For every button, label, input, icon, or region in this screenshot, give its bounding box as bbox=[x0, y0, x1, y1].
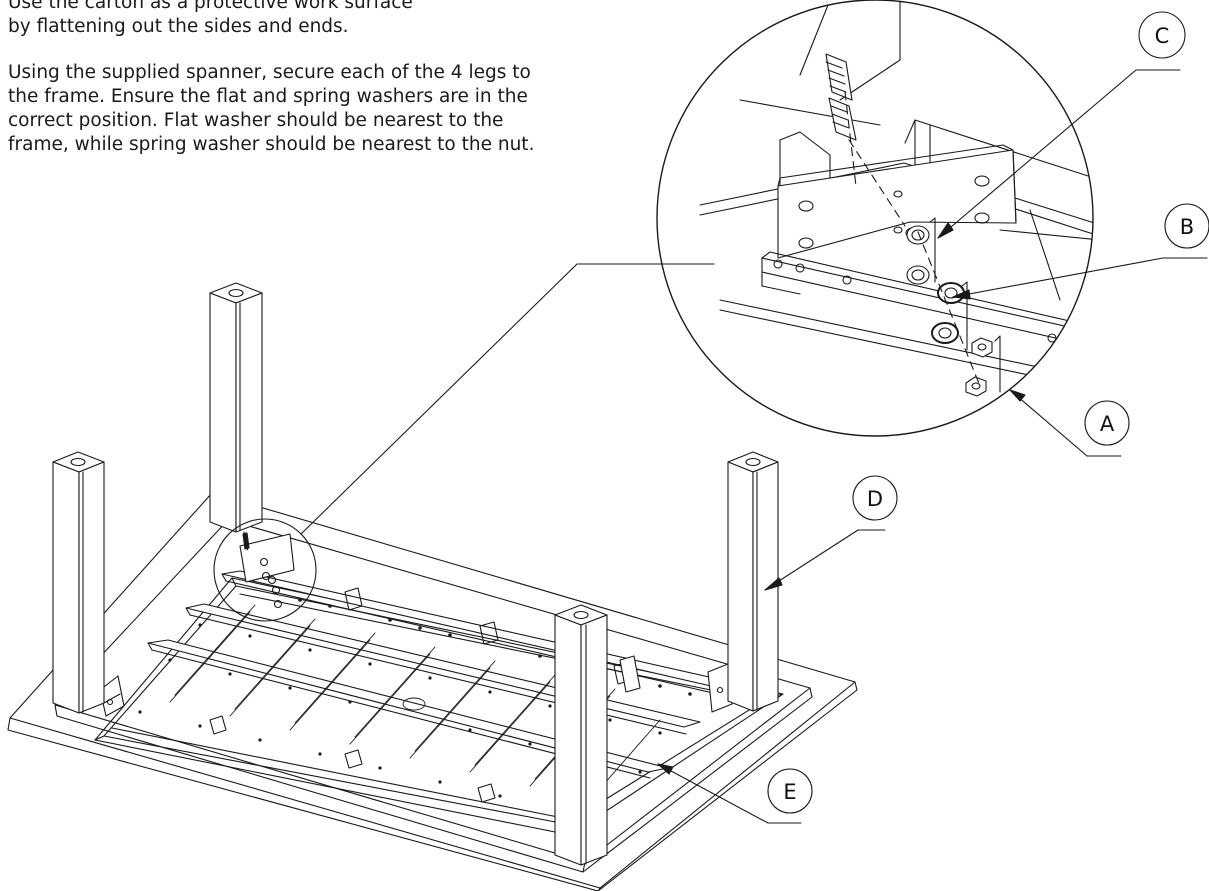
leg-attachment-instruction: Using the supplied spanner, secure each … bbox=[8, 61, 534, 157]
intro-instruction: Use the carton as a protective work surf… bbox=[8, 0, 413, 39]
callout-d-label: D bbox=[867, 487, 883, 511]
step-line-4: frame, while spring washer should be nea… bbox=[8, 134, 535, 155]
leg-front-left bbox=[53, 452, 120, 713]
callout-e-label: E bbox=[783, 780, 796, 804]
fastener-dots bbox=[138, 598, 692, 812]
callout-c-label: C bbox=[1155, 24, 1170, 48]
callout-d: D bbox=[853, 476, 897, 520]
callout-e: E bbox=[768, 769, 812, 813]
step-line-2: the frame. Ensure the flat and spring wa… bbox=[8, 86, 528, 107]
step-line-1: Using the supplied spanner, secure each … bbox=[8, 62, 531, 83]
step-line-3: correct position. Flat washer should be … bbox=[8, 110, 504, 131]
callout-b-label: B bbox=[1180, 215, 1194, 239]
corner-gussets bbox=[100, 534, 732, 716]
callout-c: C bbox=[1139, 12, 1185, 58]
table-top bbox=[55, 520, 812, 872]
leg-front-right bbox=[555, 605, 607, 865]
intro-line-1: Use the carton as a protective work surf… bbox=[8, 0, 413, 13]
cross-members bbox=[170, 605, 660, 800]
magnified-detail-view bbox=[657, 0, 1180, 436]
intro-line-2: by flattening out the sides and ends. bbox=[8, 16, 349, 37]
callout-a: A bbox=[1085, 401, 1129, 445]
detail-indicator bbox=[214, 264, 714, 621]
callout-leaders bbox=[658, 70, 1207, 823]
leg-upper-left bbox=[210, 283, 262, 552]
callout-a-label: A bbox=[1100, 412, 1115, 436]
leg-back-right bbox=[728, 452, 778, 711]
callout-b: B bbox=[1165, 204, 1209, 248]
